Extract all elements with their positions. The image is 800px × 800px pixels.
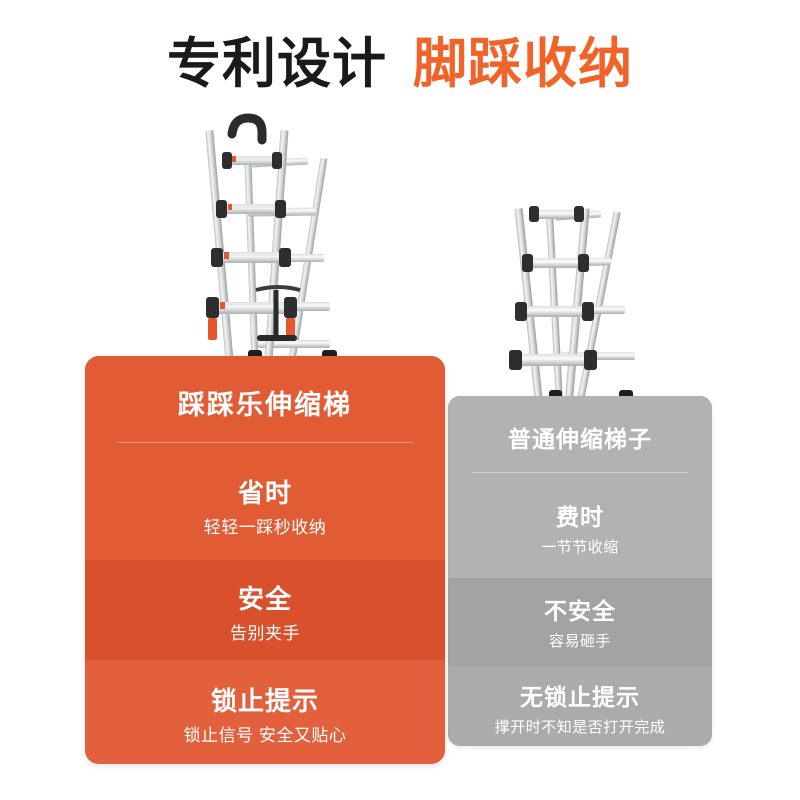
featured-feature-2-sub: 告别夹手 — [230, 624, 300, 643]
page-title: 专利设计脚踩收纳 — [0, 36, 800, 93]
ordinary-feature-2-head: 不安全 — [544, 598, 616, 624]
featured-feature-2-head: 安全 — [237, 584, 292, 614]
featured-product-panel: 踩踩乐伸缩梯 省时 轻轻一踩秒收纳 安全 告别夹手 锁止提示 锁止信号 安全又贴… — [85, 356, 445, 764]
ordinary-feature-1-sub: 一节节收缩 — [541, 539, 619, 556]
featured-product-name: 踩踩乐伸缩梯 — [178, 390, 352, 420]
featured-feature-3-head: 锁止提示 — [210, 686, 319, 716]
featured-feature-1-sub: 轻轻一踩秒收纳 — [203, 518, 327, 537]
ordinary-feature-2-sub: 容易砸手 — [548, 633, 611, 650]
ordinary-feature-3-sub: 撑开时不知是否打开完成 — [494, 719, 666, 736]
ordinary-feature-3-head: 无锁止提示 — [520, 684, 640, 710]
ordinary-ladder-image — [499, 196, 664, 428]
ordinary-feature-row-3: 无锁止提示 撑开时不知是否打开完成 — [448, 666, 712, 746]
ordinary-product-panel: 普通伸缩梯子 费时 一节节收缩 不安全 容易砸手 无锁止提示 撑开时不知是否打开… — [448, 396, 712, 746]
featured-feature-row-1: 省时 轻轻一踩秒收纳 — [85, 444, 445, 560]
featured-feature-3-sub: 锁止信号 安全又贴心 — [183, 726, 347, 745]
ordinary-panel-divider — [472, 472, 688, 473]
featured-panel-divider — [117, 442, 413, 443]
featured-panel-header: 踩踩乐伸缩梯 — [85, 356, 445, 444]
title-main-text: 专利设计 — [167, 34, 387, 94]
featured-feature-1-head: 省时 — [237, 478, 292, 508]
ordinary-feature-row-1: 费时 一节节收缩 — [448, 474, 712, 578]
featured-feature-row-3: 锁止提示 锁止信号 安全又贴心 — [85, 660, 445, 764]
featured-feature-row-2: 安全 告别夹手 — [85, 560, 445, 660]
ordinary-panel-header: 普通伸缩梯子 — [448, 396, 712, 474]
ordinary-product-name: 普通伸缩梯子 — [508, 426, 652, 452]
telescoping-step-ladder-graphic — [204, 113, 337, 371]
title-accent-text: 脚踩收纳 — [413, 34, 633, 94]
featured-ladder-image — [186, 112, 376, 387]
ordinary-telescoping-ladder-graphic — [507, 206, 635, 410]
ordinary-feature-row-2: 不安全 容易砸手 — [448, 578, 712, 666]
ordinary-feature-1-head: 费时 — [556, 504, 604, 530]
